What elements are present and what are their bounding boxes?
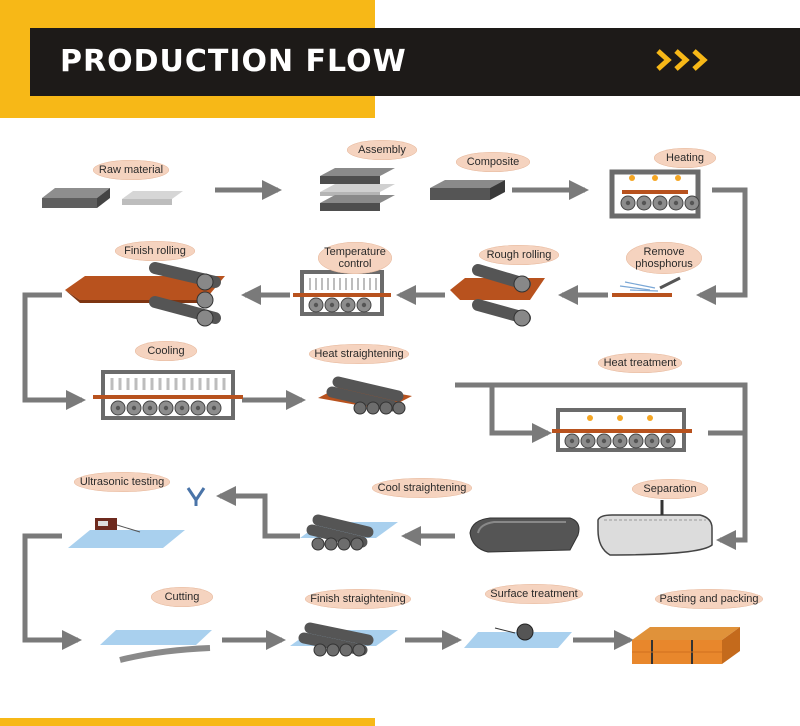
- arrow-branch-to-heat-treatment: [489, 385, 552, 443]
- arrow-heating-to-remove-phosphorus: [696, 187, 748, 305]
- label-composite: Composite: [456, 152, 530, 172]
- label-ultrasonic-testing: Ultrasonic testing: [74, 472, 170, 492]
- label-cutting: Cutting: [151, 587, 213, 607]
- label-surface-treatment: Surface treatment: [485, 584, 583, 604]
- finish-rolling-mill: [65, 262, 225, 327]
- arrow-heat-straightening-to-heat-treatment: [455, 382, 748, 550]
- label-rough-rolling: Rough rolling: [479, 245, 559, 265]
- page-title: PRODUCTION FLOW: [60, 44, 407, 79]
- arrow-cool-straightening-to-ultrasonic: [216, 486, 300, 539]
- arrow-finish-to-cooling: [22, 292, 86, 410]
- raw-material-plates: [42, 188, 183, 208]
- cool-straightening-rollers: [300, 514, 398, 551]
- temperature-control-unit: [293, 270, 391, 316]
- footer-accent-block: [0, 718, 375, 726]
- finish-straightening-rollers: [290, 622, 398, 657]
- label-temperature-control: Temperature control: [318, 242, 392, 274]
- label-raw-material: Raw material: [93, 160, 169, 180]
- heat-treatment-furnace: [552, 408, 692, 452]
- ultrasonic-testing-station: [68, 487, 206, 548]
- heating-furnace: [609, 169, 701, 219]
- label-separation: Separation: [632, 479, 708, 499]
- label-pasting-and-packing: Pasting and packing: [655, 589, 763, 609]
- label-heat-straightening: Heat straightening: [309, 344, 409, 364]
- composite-slab: [430, 180, 505, 200]
- assembly-stack: [320, 168, 395, 211]
- cooling-unit: [93, 370, 243, 420]
- label-heat-treatment: Heat treatment: [598, 353, 682, 373]
- rough-rolling-mill: [450, 264, 545, 327]
- label-cool-straightening: Cool straightening: [372, 478, 472, 498]
- label-finish-straightening: Finish straightening: [305, 589, 411, 609]
- surface-treatment-station: [464, 623, 572, 648]
- arrow-ultrasonic-to-cutting: [22, 533, 82, 650]
- label-heating: Heating: [654, 148, 716, 168]
- label-cooling: Cooling: [135, 341, 197, 361]
- triple-chevron-right-icon: [655, 48, 715, 77]
- remove-phosphorus-sprayer: [612, 276, 681, 297]
- separation-station: [597, 500, 713, 556]
- cutting-station: [100, 630, 212, 663]
- label-remove-phosphorus: Remove phosphorus: [626, 242, 702, 274]
- heat-straightening-rollers: [318, 376, 412, 415]
- label-assembly: Assembly: [347, 140, 417, 160]
- flow-arrows: [22, 180, 748, 650]
- packed-plates-bundle: [632, 627, 740, 664]
- header-bar: [30, 28, 800, 96]
- separated-plate: [469, 517, 580, 553]
- label-finish-rolling: Finish rolling: [115, 241, 195, 261]
